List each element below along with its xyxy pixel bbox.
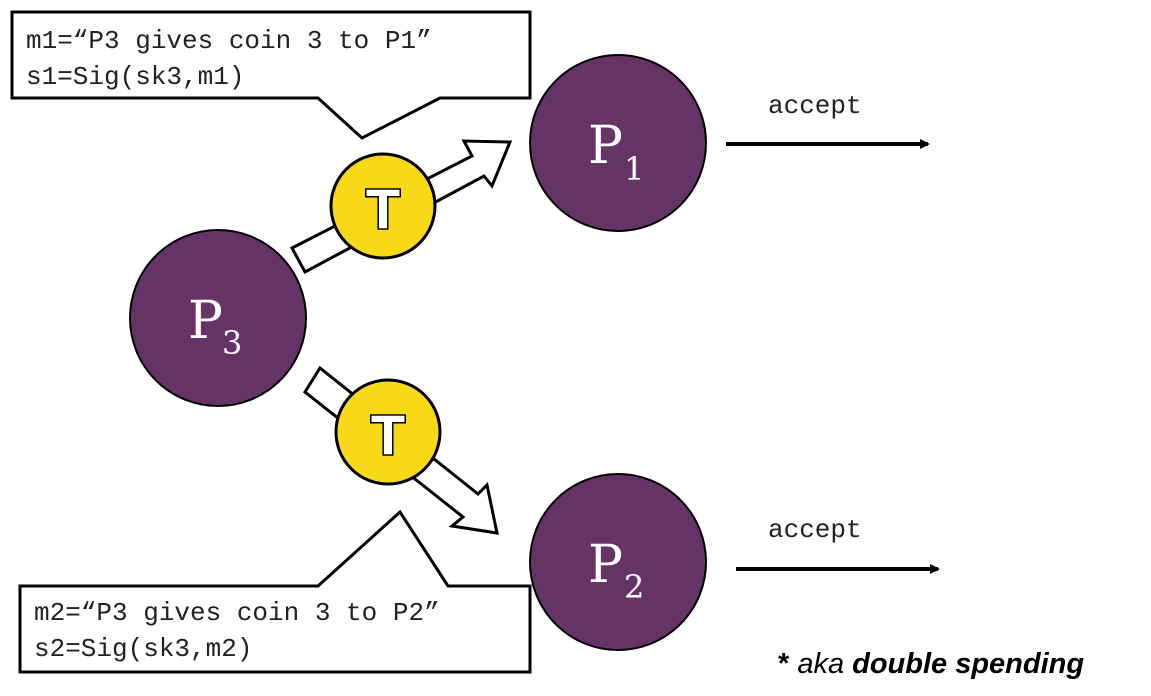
footnote-aka: aka <box>797 648 844 680</box>
coin-bottom: T <box>334 378 442 486</box>
bottom-message-line1: m2=“P3 gives coin 3 to P2” <box>34 598 440 628</box>
node-p1-subscript: 1 <box>624 150 644 188</box>
bottom-message-callout: m2=“P3 gives coin 3 to P2” s2=Sig(sk3,m2… <box>18 509 532 674</box>
coin-top-label: T <box>366 177 400 240</box>
node-p1-letter: P <box>588 116 623 176</box>
node-p3-subscript: 3 <box>222 324 242 362</box>
output-p2: accept <box>736 515 940 574</box>
top-message-line1: m1=“P3 gives coin 3 to P1” <box>26 26 432 56</box>
node-p2-subscript: 2 <box>624 568 644 606</box>
node-p1: P 1 <box>529 54 707 232</box>
coin-bottom-label: T <box>371 403 405 466</box>
footnote-emphasis: double spending <box>852 648 1084 680</box>
footnote-prefix: * <box>778 648 797 680</box>
top-message-line2: s1=Sig(sk3,m1) <box>26 62 244 92</box>
output-p1-label: accept <box>768 91 862 121</box>
node-p3-letter: P <box>188 291 223 351</box>
coin-top: T <box>329 152 437 260</box>
node-p3: P 3 <box>129 229 307 407</box>
node-p2: P 2 <box>529 473 707 651</box>
bottom-message-line2: s2=Sig(sk3,m2) <box>34 634 252 664</box>
node-p2-letter: P <box>588 535 623 595</box>
output-p1: accept <box>726 91 930 149</box>
top-message-callout: m1=“P3 gives coin 3 to P1” s1=Sig(sk3,m1… <box>10 10 532 140</box>
output-p2-label: accept <box>768 515 862 545</box>
